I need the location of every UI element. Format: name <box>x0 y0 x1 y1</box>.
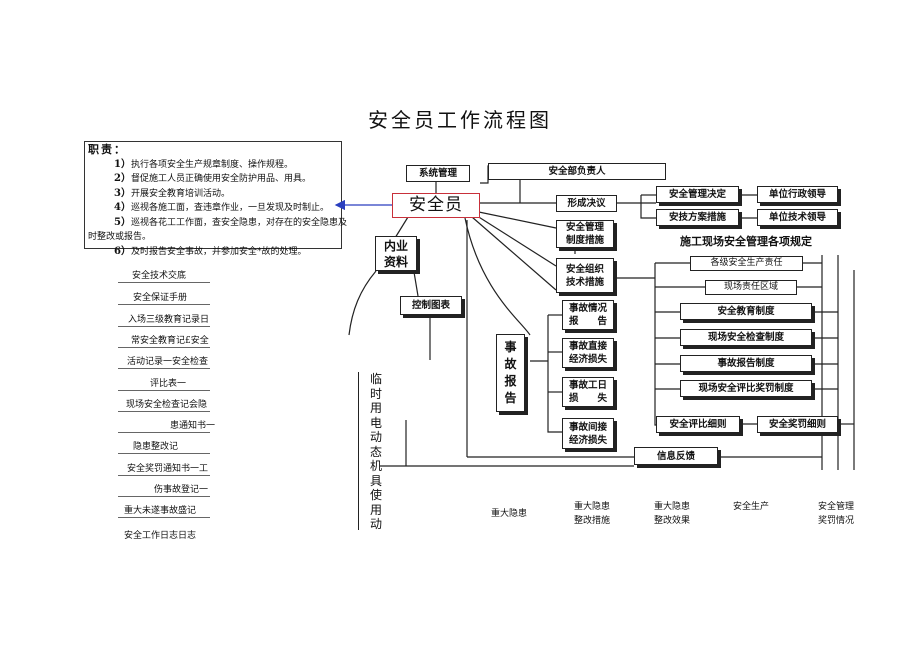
record-divider <box>118 517 210 518</box>
duty-number: 2） <box>114 173 131 184</box>
record-item: 伤事故登记一 <box>154 485 209 495</box>
record-item: 安全奖罚通知书一工 <box>127 464 209 474</box>
record-item: 安全保证手册 <box>133 293 188 303</box>
node-accident-report: 事 故 报 告 <box>496 334 525 412</box>
node-control-chart: 控制图表 <box>400 296 462 315</box>
node-workday-loss: 事故工日 损 失 <box>562 377 614 407</box>
record-item: 重大未遂事故盛记 <box>124 506 197 516</box>
duty-item: 2）督促施工人员正确使用安全防护用品、用具。 <box>88 172 338 187</box>
record-divider <box>118 326 210 327</box>
bottom-label-safety-production: 安全生产 <box>732 502 769 512</box>
node-unit-admin: 单位行政领导 <box>757 186 838 203</box>
duty-item: 5）巡视各花工工作面，查安全隐患，对存在的安全隐患及 <box>88 216 347 231</box>
record-item: 安全工作日志日志 <box>124 531 197 541</box>
duty-text: 督促施工人员正确使用安全防护用品、用具。 <box>130 174 311 184</box>
record-item: 入场三级教育记录日 <box>128 315 210 325</box>
node-mgmt-decision: 安全管理决定 <box>656 186 739 203</box>
duty-text: 及时报告安全事故，并参加安全*故的处理。 <box>130 246 307 257</box>
record-item: 安全技术交底 <box>132 271 187 281</box>
duty-item: 1）执行各项安全生产规章制度、操作规程。 <box>88 158 338 173</box>
node-resolution: 形成决议 <box>556 195 617 212</box>
node-accident-situation: 事故情况 报 告 <box>562 300 614 330</box>
page-title: 安全员工作流程图 <box>368 108 552 132</box>
node-internal-data: 内业 资料 <box>375 236 417 271</box>
node-indirect-loss: 事故间接 经济损失 <box>562 418 614 449</box>
node-direct-loss: 事故直接 经济损失 <box>562 338 614 368</box>
duty-text: 巡视各花工工作面，查安全隐患，对存在的安全隐患及 <box>130 217 347 228</box>
site-rules-title: 施工现场安全管理各项规定 <box>680 235 812 248</box>
duty-item: 3）开展安全教育培训活动。 <box>88 187 338 202</box>
node-safety-officer: 安全员 <box>392 193 480 218</box>
duties-box: 职责： 1）执行各项安全生产规章制度、操作规程。2）督促施工人员正确使用安全防护… <box>84 141 347 257</box>
duty-item: 6）及时报告安全事故，并参加安全*故的处理。 <box>88 245 338 260</box>
duties-list: 1）执行各项安全生产规章制度、操作规程。2）督促施工人员正确使用安全防护用品、用… <box>88 158 347 260</box>
bottom-label-hazard-effect: 重大隐患 整改效果 <box>653 502 690 526</box>
record-divider <box>118 304 210 305</box>
bottom-label-mgmt-reward: 安全管理 奖罚情况 <box>817 502 854 526</box>
duty-number: 6） <box>114 245 131 257</box>
record-divider <box>118 453 210 454</box>
duty-text: 执行各项安全生产规章制度、操作规程。 <box>130 159 293 170</box>
bottom-label-major-hazard: 重大隐患 <box>490 509 527 519</box>
node-reward-system: 现场安全评比奖罚制度 <box>680 380 812 397</box>
record-divider <box>118 475 210 476</box>
duties-header: 职责： <box>88 143 127 156</box>
duty-text: 巡视各施工面，查违章作业，一旦发现及时制止。 <box>130 203 329 213</box>
duty-text-continued: 时整改或报告。 <box>88 232 152 242</box>
record-divider <box>118 411 210 412</box>
duty-text: 开展安全教育培训活动。 <box>130 188 230 199</box>
node-info-feedback: 信息反馈 <box>634 447 718 465</box>
record-item: 患通知书一 <box>170 421 216 431</box>
duty-number: 3） <box>114 187 131 199</box>
node-unit-tech: 单位技术领导 <box>757 209 838 226</box>
record-item: 评比表一 <box>150 379 187 389</box>
node-accident-report-system: 事故报告制度 <box>680 355 812 372</box>
node-responsibility: 各级安全生产责任 <box>690 256 803 271</box>
temp-power-label: 临 时 用 电 动 态 机 具 使 用 动 <box>358 372 393 531</box>
duty-item: 4）巡视各施工面，查违章作业，一旦发现及时制止。 <box>88 201 338 216</box>
record-divider <box>118 432 210 433</box>
record-item: 活动记录一安全检查 <box>127 357 209 367</box>
record-divider <box>118 347 210 348</box>
record-divider <box>118 282 210 283</box>
record-divider <box>118 496 210 497</box>
record-divider <box>118 368 210 369</box>
duty-number: 1） <box>114 158 131 170</box>
record-divider <box>118 390 210 391</box>
bottom-label-hazard-measures: 重大隐患 整改措施 <box>573 502 610 526</box>
node-dept-head: 安全部负责人 <box>488 163 666 180</box>
duty-number: 5） <box>114 216 131 228</box>
node-education: 安全教育制度 <box>680 303 812 320</box>
node-reward-rules: 安全奖罚细则 <box>757 416 838 433</box>
record-item: 隐患整改记 <box>133 442 179 452</box>
node-tech-plan: 安技方案措施 <box>656 209 739 226</box>
node-system-mgmt: 系统管理 <box>406 165 470 182</box>
node-area: 现场责任区域 <box>705 280 797 295</box>
record-item: 常安全教育记£安全 <box>131 336 209 346</box>
record-item: 现场安全检查记会隐 <box>126 400 208 410</box>
node-mgmt-system: 安全管理 制度措施 <box>556 220 614 248</box>
duty-number: 4） <box>114 202 131 213</box>
node-eval-rules: 安全评比细则 <box>656 416 740 433</box>
node-org-tech: 安全组织 技术措施 <box>556 258 614 293</box>
node-inspection: 现场安全检查制度 <box>680 329 812 346</box>
